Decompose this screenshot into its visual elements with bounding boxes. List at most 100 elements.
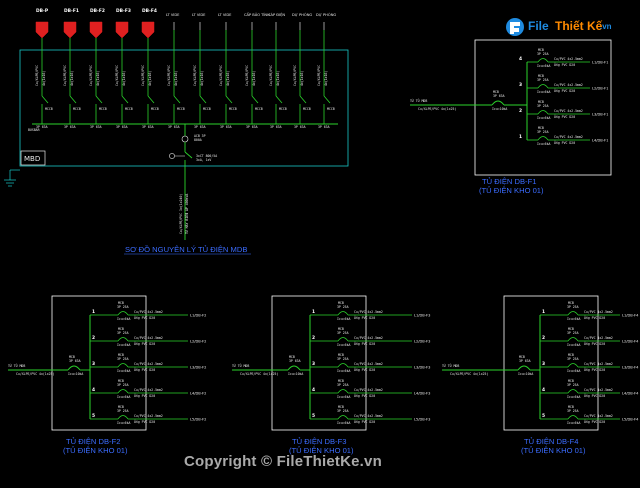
svg-text:Icu=6kA: Icu=6kA <box>567 395 581 399</box>
svg-text:MCCB: MCCB <box>125 107 133 111</box>
load-label: L5/DB-F4 <box>622 418 639 422</box>
svg-text:3P 63A: 3P 63A <box>116 125 128 129</box>
svg-text:MCCB: MCCB <box>229 107 237 111</box>
feeder-tag-label: DB-F1 <box>64 8 79 14</box>
svg-text:MCCB: MCCB <box>303 107 311 111</box>
svg-text:3P 63A: 3P 63A <box>294 125 306 129</box>
circuit-number: 4 <box>519 56 522 62</box>
svg-text:MCB: MCB <box>568 353 574 357</box>
circuit-number: 4 <box>312 387 315 393</box>
svg-text:ACB 3P: ACB 3P <box>194 134 206 138</box>
panel-frame <box>503 295 599 431</box>
svg-text:Cu/XLPE/PVC 4x(1x25): Cu/XLPE/PVC 4x(1x25) <box>418 107 456 111</box>
svg-text:3P 25A: 3P 25A <box>117 383 129 387</box>
circuit-number: 1 <box>519 134 522 140</box>
breaker-icon <box>299 95 307 104</box>
breaker-icon <box>323 95 331 104</box>
svg-text:3P 25A: 3P 25A <box>537 78 549 82</box>
circuit-number: 1 <box>92 309 95 315</box>
load-label: L2/DB-F4 <box>622 340 639 344</box>
load-label: L3/DB-F3 <box>414 366 430 370</box>
svg-text:Cu/XLPE/PVC: Cu/XLPE/PVC <box>35 65 39 86</box>
svg-text:3P 63A: 3P 63A <box>36 125 48 129</box>
breaker-icon <box>337 415 349 420</box>
logo-word-domain: .vn <box>600 22 612 31</box>
breaker-icon <box>337 311 349 316</box>
svg-text:MCB: MCB <box>538 74 544 78</box>
svg-text:Icu=6kA: Icu=6kA <box>567 369 581 373</box>
breaker-icon <box>117 415 129 420</box>
svg-text:3P 25A: 3P 25A <box>117 305 129 309</box>
circuit-number: 1 <box>542 309 545 315</box>
svg-text:3P 25A: 3P 25A <box>537 104 549 108</box>
svg-text:3P 63A: 3P 63A <box>289 359 301 363</box>
svg-text:Icu=6kA: Icu=6kA <box>567 317 581 321</box>
svg-text:Cu/XLPE/PVC: Cu/XLPE/PVC <box>89 65 93 86</box>
feeder-top-label: DỰ PHÒNG <box>292 12 312 17</box>
svg-text:Cu/PVC 4x2.5mm2: Cu/PVC 4x2.5mm2 <box>554 135 583 139</box>
panel-frame <box>51 295 147 431</box>
breaker-icon <box>337 389 349 394</box>
svg-text:MCB: MCB <box>118 353 124 357</box>
panel-title: TỦ ĐIỆN DB-F1 <box>482 177 536 186</box>
svg-text:TỪ TỦ MDB: TỪ TỦ MDB <box>410 98 427 103</box>
breaker-icon <box>121 95 129 104</box>
panel-title: TỦ ĐIỆN DB-F3 <box>292 437 346 446</box>
svg-text:3P 63A: 3P 63A <box>318 125 330 129</box>
mdb-incoming-feed: ACB 3P 800A 3xCT 800/5A 3xA, 1xV TỪ MÁY … <box>169 124 217 240</box>
svg-text:3P 63A: 3P 63A <box>69 359 81 363</box>
circuit-number: 3 <box>519 82 522 88</box>
svg-text:Ống PVC D20: Ống PVC D20 <box>354 367 375 372</box>
feeder-tag-label: DB-F3 <box>116 8 131 14</box>
svg-text:Cu/PVC 4x2.5mm2: Cu/PVC 4x2.5mm2 <box>554 109 583 113</box>
circuit-number: 2 <box>92 335 95 341</box>
svg-text:4x(1x16): 4x(1x16) <box>324 71 328 86</box>
svg-text:Cu/PVC 4x2.5mm2: Cu/PVC 4x2.5mm2 <box>584 336 613 340</box>
svg-text:800A: 800A <box>194 138 202 142</box>
main-acb-icon <box>184 151 193 159</box>
meter-icon <box>169 153 175 159</box>
main-breaker-icon <box>491 100 505 106</box>
circuit-number: 1 <box>312 309 315 315</box>
circuit-number: 5 <box>542 413 545 419</box>
breaker-icon <box>69 95 77 104</box>
svg-text:Icu=10kA: Icu=10kA <box>68 372 83 376</box>
circuit-number: 4 <box>542 387 545 393</box>
feeder-tag: DB-F1 <box>63 8 79 39</box>
svg-text:Cu/XLPE/PVC: Cu/XLPE/PVC <box>115 65 119 86</box>
svg-text:Icu=10kA: Icu=10kA <box>288 372 303 376</box>
load-label: L4/DB-F3 <box>414 392 430 396</box>
breaker-icon <box>117 311 129 316</box>
svg-text:Ống PVC D20: Ống PVC D20 <box>134 393 155 398</box>
svg-text:3P 63A: 3P 63A <box>519 359 531 363</box>
svg-text:3P 63A: 3P 63A <box>220 125 232 129</box>
breaker-icon <box>337 363 349 368</box>
svg-text:Ống PVC D20: Ống PVC D20 <box>554 88 575 93</box>
main-breaker-icon <box>67 365 81 371</box>
circuit-number: 4 <box>92 387 95 393</box>
circuit-number: 3 <box>92 361 95 367</box>
breaker-icon <box>567 415 579 420</box>
load-label: L2/DB-F2 <box>190 340 206 344</box>
svg-text:Cu/PVC 4x2.5mm2: Cu/PVC 4x2.5mm2 <box>134 336 163 340</box>
svg-text:MCB: MCB <box>338 353 344 357</box>
svg-text:Cu/XLPE/PVC: Cu/XLPE/PVC <box>193 65 197 86</box>
arrow-tag-icon <box>141 21 155 39</box>
svg-text:3P 63A: 3P 63A <box>142 125 154 129</box>
svg-text:MCB: MCB <box>568 301 574 305</box>
